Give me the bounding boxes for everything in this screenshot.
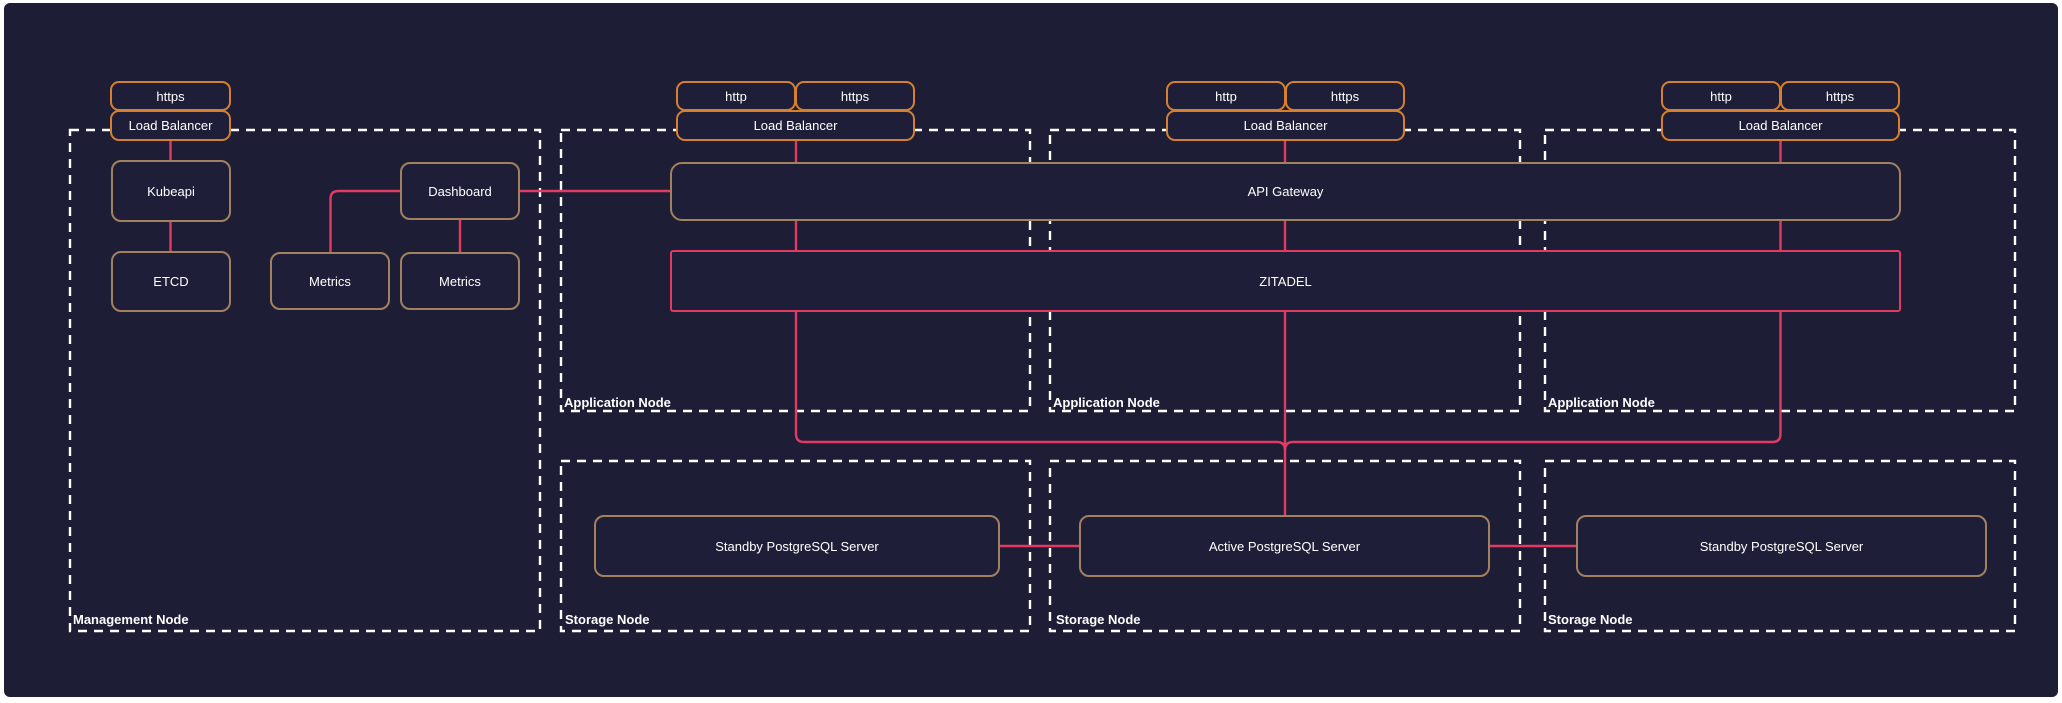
box-lb1-https: https	[795, 81, 915, 111]
box-api-gateway: API Gateway	[670, 162, 1901, 221]
box-lb3-load-balancer: Load Balancer	[1661, 110, 1900, 141]
box-metrics-2: Metrics	[400, 252, 520, 310]
box-metrics-1: Metrics	[270, 252, 390, 310]
wire-dashboard-to-metrics-1	[329, 189, 400, 252]
label-application-node-1: Application Node	[564, 395, 671, 410]
label-storage-node-1: Storage Node	[565, 612, 650, 627]
box-lb1-load-balancer: Load Balancer	[676, 110, 915, 141]
wire-zitadel-right-to-active-pg	[1283, 312, 1782, 451]
label-storage-node-3: Storage Node	[1548, 612, 1633, 627]
management-node-border	[68, 128, 542, 633]
box-dashboard: Dashboard	[400, 162, 520, 220]
box-zitadel: ZITADEL	[670, 250, 1901, 312]
box-kubeapi: Kubeapi	[111, 160, 231, 222]
box-lb2-load-balancer: Load Balancer	[1166, 110, 1405, 141]
box-mgmt-load-balancer: Load Balancer	[110, 110, 231, 141]
box-lb2-http: http	[1166, 81, 1286, 111]
storage-node-1-border	[559, 459, 1032, 633]
box-lb3-https: https	[1780, 81, 1900, 111]
wire-zitadel-left-to-active-pg	[794, 312, 1287, 451]
box-standby-postgresql-1: Standby PostgreSQL Server	[594, 515, 1000, 577]
box-standby-postgresql-2: Standby PostgreSQL Server	[1576, 515, 1987, 577]
box-etcd: ETCD	[111, 251, 231, 312]
label-management-node: Management Node	[73, 612, 189, 627]
box-lb3-http: http	[1661, 81, 1781, 111]
box-lb1-http: http	[676, 81, 796, 111]
box-lb2-https: https	[1285, 81, 1405, 111]
label-application-node-2: Application Node	[1053, 395, 1160, 410]
label-storage-node-2: Storage Node	[1056, 612, 1141, 627]
label-application-node-3: Application Node	[1548, 395, 1655, 410]
box-active-postgresql: Active PostgreSQL Server	[1079, 515, 1490, 577]
box-mgmt-https: https	[110, 81, 231, 111]
